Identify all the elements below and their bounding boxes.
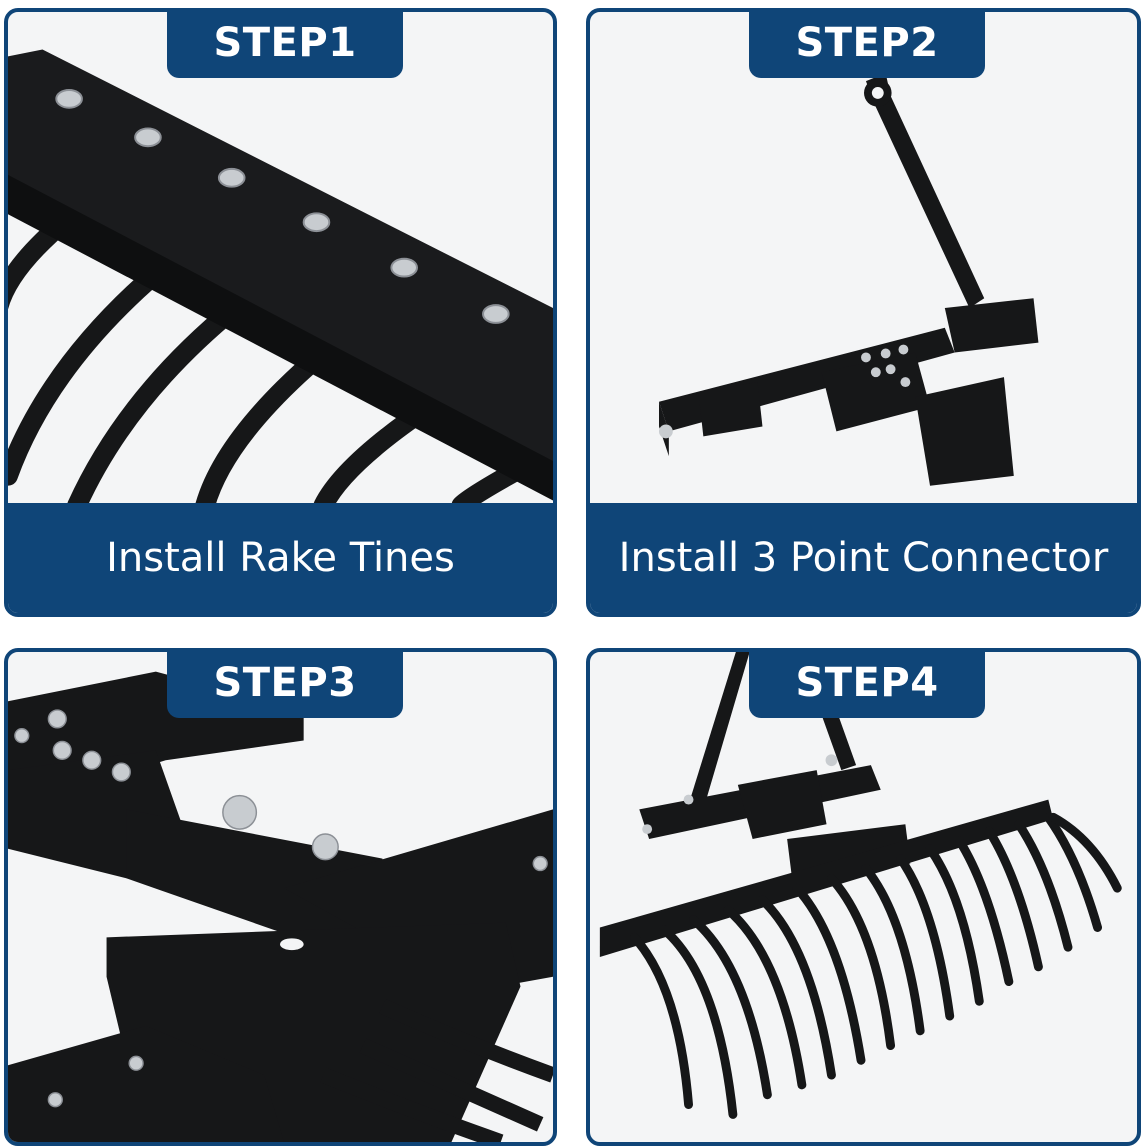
- step1-badge: STEP1: [167, 12, 403, 78]
- step2-badge: STEP2: [749, 12, 985, 78]
- step4-card: STEP4: [586, 648, 1141, 1146]
- step4-badge: STEP4: [749, 652, 985, 718]
- step2-caption: Install 3 Point Connector: [590, 503, 1137, 613]
- step1-caption: Install Rake Tines: [8, 503, 553, 613]
- step3-photo: [8, 652, 553, 1142]
- step2-photo: [590, 12, 1137, 613]
- step2-card: STEP2 Install 3 Point Connector: [586, 8, 1141, 617]
- step1-card: STEP1 Install Rake Tines: [4, 8, 557, 617]
- step4-photo: [590, 652, 1137, 1142]
- step3-badge: STEP3: [167, 652, 403, 718]
- step1-photo: [8, 12, 553, 613]
- step3-card: STEP3: [4, 648, 557, 1146]
